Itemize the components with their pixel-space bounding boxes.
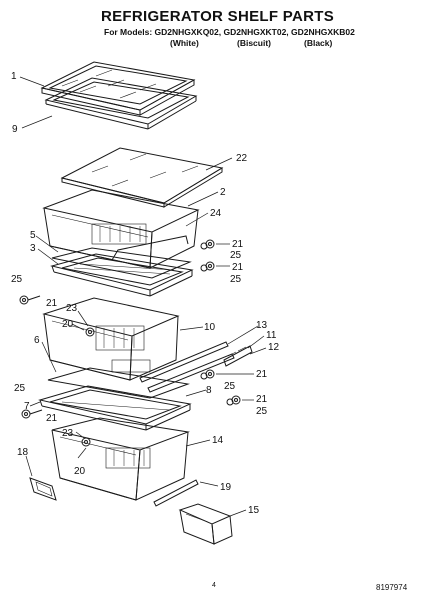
part-5-3-crisper-cover — [50, 247, 194, 297]
part-callouts: 1 9 22 2 24 5 3 21 25 21 25 25 21 23 20 … — [11, 71, 280, 516]
variant-biscuit: (Biscuit) — [237, 38, 271, 48]
callout-25d: 25 — [224, 381, 236, 392]
callout-24: 24 — [210, 208, 222, 219]
callout-23b: 23 — [62, 428, 74, 439]
callout-23a: 23 — [66, 303, 78, 314]
callout-20a: 20 — [62, 319, 74, 330]
part-13-slide-rail — [139, 341, 253, 393]
callout-6: 6 — [34, 335, 40, 346]
callout-25b: 25 — [230, 274, 242, 285]
callout-21d: 21 — [256, 369, 268, 380]
callout-21f: 21 — [46, 413, 58, 424]
part-14-bottom-drawer — [51, 417, 190, 501]
callout-22: 22 — [236, 153, 248, 164]
leader-lines — [19, 76, 267, 517]
page-title: REFRIGERATOR SHELF PARTS — [100, 8, 335, 25]
models-line: For Models: GD2NHGXKQ02, GD2NHGXKT02, GD… — [104, 27, 355, 37]
callout-8: 8 — [206, 385, 212, 396]
part-6-8-crisper-cover — [38, 367, 192, 431]
callout-18: 18 — [17, 447, 29, 458]
callout-21c: 21 — [46, 298, 58, 309]
part-2-crisper-drawer — [42, 189, 200, 269]
document-number: 8197974 — [376, 583, 408, 592]
part-18-bracket — [29, 477, 57, 501]
callout-25c: 25 — [11, 274, 23, 285]
variant-black: (Black) — [304, 38, 333, 48]
callout-15: 15 — [248, 505, 260, 516]
callout-14: 14 — [212, 435, 224, 446]
part-19-slide-rail — [153, 479, 199, 507]
callout-3: 3 — [30, 243, 36, 254]
callout-9: 9 — [12, 124, 18, 135]
callout-25f: 25 — [14, 383, 26, 394]
callout-7: 7 — [24, 401, 30, 412]
callout-1: 1 — [11, 71, 17, 82]
part-22-glass-shelf — [60, 147, 224, 208]
callout-13: 13 — [256, 320, 268, 331]
callout-21a: 21 — [232, 239, 244, 250]
callout-10: 10 — [204, 322, 216, 333]
part-15-bin — [178, 503, 233, 545]
callout-25a: 25 — [230, 250, 242, 261]
callout-11: 11 — [266, 330, 277, 341]
fastener-screws — [19, 239, 241, 447]
part-9-shelf-frame — [44, 77, 198, 130]
callout-12: 12 — [268, 342, 280, 353]
callout-25e: 25 — [256, 406, 268, 417]
callout-21e: 21 — [256, 394, 268, 405]
variant-white: (White) — [170, 38, 199, 48]
part-10-crisper-drawer — [42, 297, 180, 381]
callout-19: 19 — [220, 482, 232, 493]
callout-5: 5 — [30, 230, 36, 241]
part-1-glass-shelf — [40, 61, 196, 116]
callout-20b: 20 — [74, 466, 86, 477]
page-number: 4 — [212, 582, 216, 589]
callout-2: 2 — [220, 187, 226, 198]
callout-21b: 21 — [232, 262, 244, 273]
